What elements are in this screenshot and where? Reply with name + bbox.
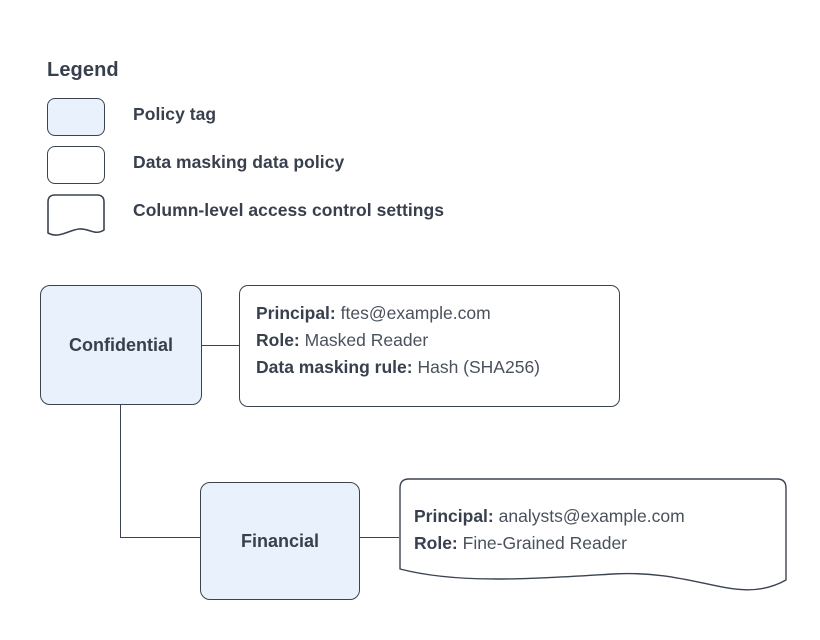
settings-row-role: Role: Fine-Grained Reader bbox=[414, 530, 776, 557]
policy-row-role-key: Role: bbox=[256, 330, 300, 350]
settings-row-principal-key: Principal: bbox=[414, 506, 494, 526]
financial-access-control-text: Principal: analysts@example.com Role: Fi… bbox=[414, 503, 776, 557]
connector-financial-to-settings bbox=[360, 537, 399, 539]
settings-row-role-value: Fine-Grained Reader bbox=[462, 533, 628, 553]
policy-tag-swatch bbox=[47, 98, 105, 136]
settings-row-principal: Principal: analysts@example.com bbox=[414, 503, 776, 530]
wave-document-shape-icon bbox=[399, 478, 787, 591]
access-control-swatch bbox=[45, 193, 107, 239]
policy-row-masking-rule-key: Data masking rule: bbox=[256, 357, 413, 377]
policy-row-masking-rule: Data masking rule: Hash (SHA256) bbox=[256, 354, 603, 381]
legend-label-access-control: Column-level access control settings bbox=[133, 200, 445, 220]
node-confidential-label: Confidential bbox=[69, 334, 173, 355]
policy-row-role: Role: Masked Reader bbox=[256, 327, 603, 354]
connector-down-to-financial bbox=[120, 537, 201, 539]
policy-row-principal-key: Principal: bbox=[256, 303, 336, 323]
data-policy-swatch bbox=[47, 146, 105, 184]
financial-access-control-box[interactable]: Principal: analysts@example.com Role: Fi… bbox=[398, 477, 788, 605]
policy-row-role-value: Masked Reader bbox=[304, 330, 429, 350]
confidential-data-policy-box[interactable]: Principal: ftes@example.com Role: Masked… bbox=[239, 285, 620, 407]
policy-row-principal-value: ftes@example.com bbox=[340, 303, 491, 323]
wave-document-shape-icon bbox=[47, 194, 105, 236]
connector-confidential-to-policy bbox=[202, 345, 240, 347]
legend-label-policy-tag: Policy tag bbox=[133, 104, 217, 124]
settings-row-principal-value: analysts@example.com bbox=[498, 506, 685, 526]
legend-title: Legend bbox=[47, 59, 119, 81]
policy-row-masking-rule-value: Hash (SHA256) bbox=[417, 357, 541, 377]
legend-label-data-policy: Data masking data policy bbox=[133, 152, 345, 172]
node-financial-label: Financial bbox=[240, 530, 320, 551]
settings-row-role-key: Role: bbox=[414, 533, 458, 553]
node-financial[interactable]: Financial bbox=[200, 482, 360, 600]
connector-confidential-down bbox=[120, 404, 122, 538]
policy-row-principal: Principal: ftes@example.com bbox=[256, 300, 603, 327]
node-confidential[interactable]: Confidential bbox=[40, 285, 202, 405]
